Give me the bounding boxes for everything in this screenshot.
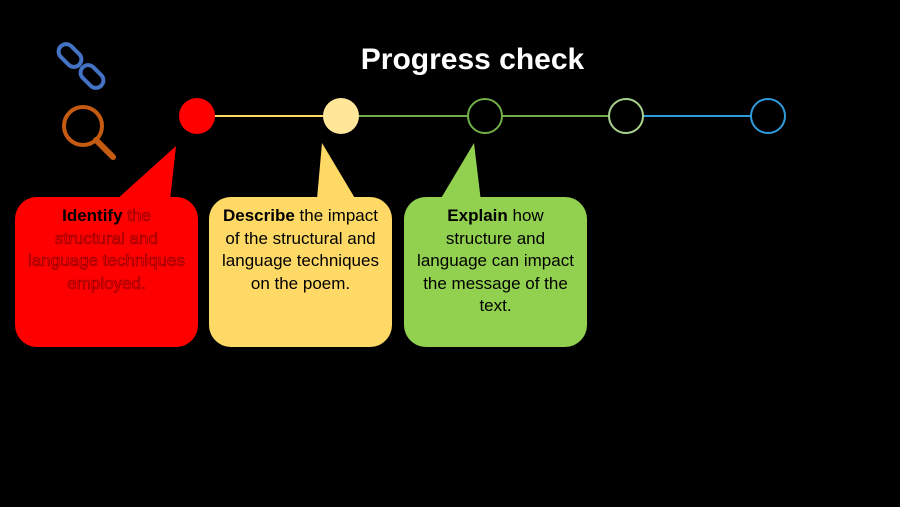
magnifier-icon [62, 105, 116, 160]
card-keyword: Explain [447, 206, 508, 225]
card-text: the impact of the structural and languag… [222, 206, 379, 293]
stage-1-marker [179, 98, 215, 134]
stage-5-marker [750, 98, 786, 134]
identify-card: Identify the structural and language tec… [15, 197, 198, 347]
explain-card: Explain how structure and language can i… [404, 197, 587, 347]
card-keyword: Describe [223, 206, 295, 225]
stage-2-marker [323, 98, 359, 134]
link-icon [56, 42, 106, 90]
describe-card: Describe the impact of the structural an… [209, 197, 392, 347]
page-title: Progress check [360, 43, 585, 76]
card-keyword: Identify [62, 206, 123, 225]
stage-4-marker [608, 98, 644, 134]
card-text: the structural and language techniques e… [28, 206, 186, 293]
card-text: how structure and language can impact th… [417, 206, 574, 315]
stage-3-marker [467, 98, 503, 134]
